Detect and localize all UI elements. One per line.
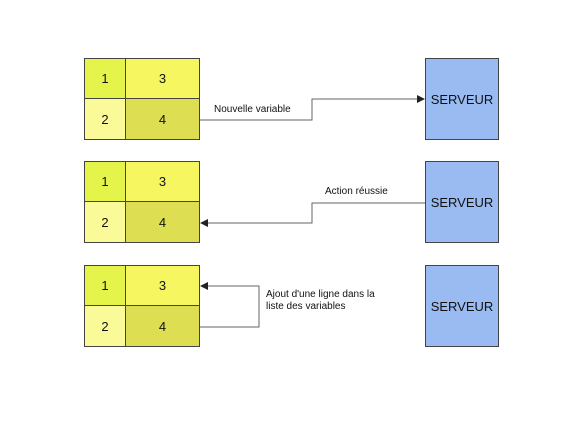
variable-grid-3: 1 3 2 4 [84, 265, 200, 347]
server-box-3: SERVEUR [425, 265, 499, 347]
grid-cell-3: 3 [125, 265, 200, 306]
grid-cell-1: 1 [84, 161, 126, 202]
grid-cell-1: 1 [84, 58, 126, 99]
arrow-self-loop [200, 282, 260, 328]
grid-cell-3: 3 [125, 58, 200, 99]
arrow-label-action-success: Action réussie [325, 186, 388, 197]
arrow-label-new-variable: Nouvelle variable [214, 104, 291, 115]
server-box-2: SERVEUR [425, 161, 499, 243]
grid-cell-4: 4 [125, 305, 200, 347]
grid-cell-2: 2 [84, 305, 126, 347]
grid-cell-2: 2 [84, 201, 126, 243]
arrow-label-add-line-1: Ajout d'une ligne dans la [266, 289, 375, 300]
server-box-1: SERVEUR [425, 58, 499, 140]
grid-cell-3: 3 [125, 161, 200, 202]
variable-grid-1: 1 3 2 4 [84, 58, 200, 140]
variable-grid-2: 1 3 2 4 [84, 161, 200, 243]
arrow-label-add-line-2: liste des variables [266, 301, 346, 312]
grid-cell-2: 2 [84, 98, 126, 140]
grid-cell-4: 4 [125, 98, 200, 140]
arrow-from-server [200, 202, 425, 227]
arrow-to-server [200, 95, 425, 121]
grid-cell-4: 4 [125, 201, 200, 243]
grid-cell-1: 1 [84, 265, 126, 306]
